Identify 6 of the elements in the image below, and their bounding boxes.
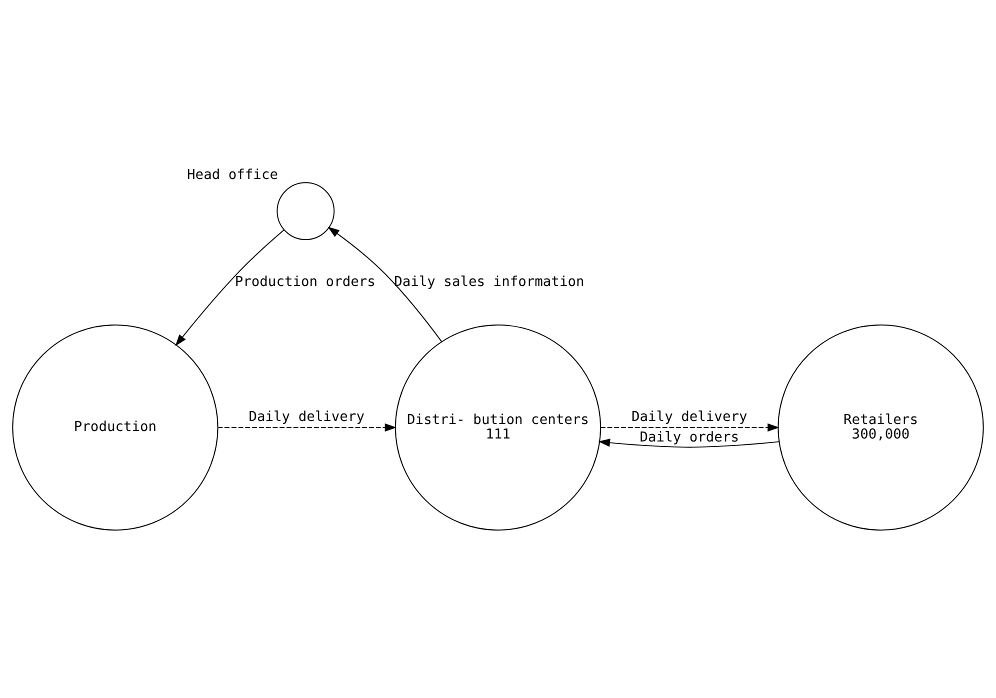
edge-label: Production orders (234, 274, 376, 290)
edge-label: Daily sales information (394, 274, 584, 290)
edge-label: Daily delivery (631, 408, 748, 425)
edge-label: Daily orders (640, 429, 739, 446)
edge-label: Daily delivery (248, 408, 365, 425)
node-label: Head office (187, 166, 278, 183)
